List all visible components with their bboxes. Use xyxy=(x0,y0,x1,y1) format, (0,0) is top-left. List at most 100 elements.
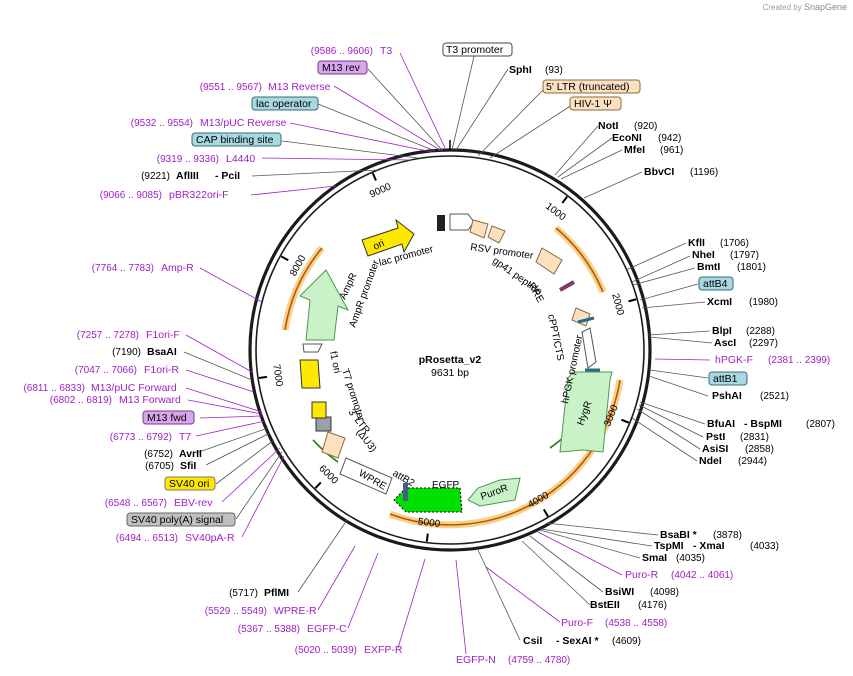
feature-attb1: attB1 xyxy=(713,373,738,385)
pos-bmti: (1801) xyxy=(737,262,766,273)
range-f1orif: (7257 .. 7278) xyxy=(77,330,139,341)
pos-csii: (4609) xyxy=(612,636,641,647)
feature-5ltr: 5' LTR (truncated) xyxy=(546,81,630,93)
primer-pbr322: pBR322ori-F xyxy=(169,189,229,201)
range-egfpn: (4759 .. 4780) xyxy=(508,655,570,666)
range-t3: (9586 .. 9606) xyxy=(311,46,373,57)
enzyme-tspmi: TspMI xyxy=(654,540,684,552)
leader-attb1 xyxy=(649,369,709,379)
leader-sphi xyxy=(455,68,509,151)
leader-sv40pa xyxy=(235,451,283,520)
leader-m13rev xyxy=(367,68,443,151)
leader-nhei xyxy=(631,255,691,283)
right-labels: T3 promoter SphI (93) 5' LTR (truncated)… xyxy=(442,42,835,666)
rre-shape xyxy=(535,247,563,275)
pos-pshai: (2521) xyxy=(760,391,789,402)
enzyme-sexai: - SexAI * xyxy=(556,635,600,647)
enzyme-pflmi: PflMI xyxy=(264,587,289,599)
watermark-prefix: Created by xyxy=(762,3,802,12)
pos-nhei: (1797) xyxy=(730,250,759,261)
range-sv40par: (6494 .. 6513) xyxy=(116,533,178,544)
primer-egfpc: EGFP-C xyxy=(307,623,347,635)
enzyme-bfuai: BfuAI xyxy=(707,418,735,430)
orf-arc-line xyxy=(389,379,621,526)
enzyme-bsiwi: BsiWI xyxy=(605,586,634,598)
box-sv40ori xyxy=(164,476,216,491)
sv40pa-shape xyxy=(315,416,332,432)
pos-asisi: (2858) xyxy=(745,444,774,455)
range-l4440: (9319 .. 9336) xyxy=(157,154,219,165)
backbone-inner-ring xyxy=(255,155,645,545)
tick-label: 5000 xyxy=(417,516,441,530)
tick-mark xyxy=(542,508,549,517)
leader-bsabi xyxy=(545,522,659,536)
box-m13fwd xyxy=(142,410,195,425)
pos-psti: (2831) xyxy=(740,432,769,443)
orf-arc-line xyxy=(555,227,604,293)
leader-lines xyxy=(183,51,713,655)
box-lacop xyxy=(251,96,319,111)
enzyme-xmai: - XmaI xyxy=(693,540,725,552)
lac-marker xyxy=(437,215,445,231)
pos-avrii: (6752) xyxy=(144,449,173,460)
leader-f1orif xyxy=(185,334,253,373)
pos-bsiwi: (4098) xyxy=(650,587,679,598)
box-m13rev xyxy=(317,60,368,75)
label-ori: ori xyxy=(372,238,387,253)
tick-mark xyxy=(371,172,377,181)
enzyme-afliii: AflIII xyxy=(176,170,199,182)
pos-afliii: (9221) xyxy=(141,171,170,182)
leader-smai xyxy=(539,529,641,559)
leader-exfpr xyxy=(397,558,426,649)
leader-ebvrev xyxy=(221,447,281,503)
feature-hiv-psi: HIV-1 Ψ xyxy=(574,98,612,110)
pos-tspmi: (4033) xyxy=(750,541,779,552)
plasmid-name: pRosetta_v2 xyxy=(419,354,482,366)
label-ampr: AmpR xyxy=(338,271,360,301)
attb4-marker xyxy=(577,316,595,324)
leader-avrii xyxy=(195,427,269,454)
range-m13pucfwd: (6811 .. 6833) xyxy=(23,383,85,394)
label-ampr-promoter: AmpR promoter xyxy=(347,258,382,329)
tick-mark xyxy=(628,298,637,303)
tick-mark xyxy=(620,418,630,424)
primer-wprer: WPRE-R xyxy=(274,605,317,617)
tick-mark xyxy=(258,375,268,379)
feature-cap: CAP binding site xyxy=(196,134,274,146)
range-hpgkf: (2381 .. 2399) xyxy=(768,355,830,366)
leader-m13forward xyxy=(187,399,263,415)
primer-t3: T3 xyxy=(380,45,392,57)
enzyme-bsteii: BstEII xyxy=(590,599,620,611)
leader-bsaai xyxy=(183,351,253,381)
primer-ampr: Amp-R xyxy=(161,262,194,274)
feature-lacop: lac operator xyxy=(256,98,312,110)
hygr-arrow xyxy=(559,371,613,453)
primer-f1orif: F1ori-F xyxy=(146,329,180,341)
leader-sv40ori xyxy=(215,439,275,485)
primer-purof: Puro-F xyxy=(561,617,593,629)
range-f1orir: (7047 .. 7066) xyxy=(75,365,137,376)
enzyme-sphi: SphI xyxy=(509,64,532,76)
enzyme-xcmi: XcmI xyxy=(707,296,732,308)
enzyme-bbvci: BbvCI xyxy=(644,166,674,178)
plasmid-size: 9631 bp xyxy=(431,367,469,379)
leader-pflmi xyxy=(297,519,348,593)
range-m13pucrev: (9532 .. 9554) xyxy=(131,118,193,129)
box-attb1 xyxy=(708,371,748,386)
label-f1-ori: f1 ori xyxy=(327,350,342,374)
enzyme-avrii: AvrII xyxy=(179,448,202,460)
leader-l4440 xyxy=(261,157,413,161)
leader-lacop xyxy=(317,103,436,152)
feature-attb4: attB4 xyxy=(703,278,728,290)
leader-5ltr xyxy=(477,87,546,157)
pos-blpi: (2288) xyxy=(746,326,775,337)
leader-t3promoter xyxy=(451,51,476,151)
enzyme-bspmi: - BspMI xyxy=(744,418,782,430)
enzyme-smai: SmaI xyxy=(642,552,667,564)
leader-hiv xyxy=(489,104,573,159)
feature-sv40ori: SV40 ori xyxy=(169,478,209,490)
enzyme-blpi: BlpI xyxy=(712,325,732,337)
enzyme-bmti: BmtI xyxy=(697,261,720,273)
leader-purof xyxy=(485,566,561,623)
leader-m13pucrev xyxy=(289,122,433,153)
